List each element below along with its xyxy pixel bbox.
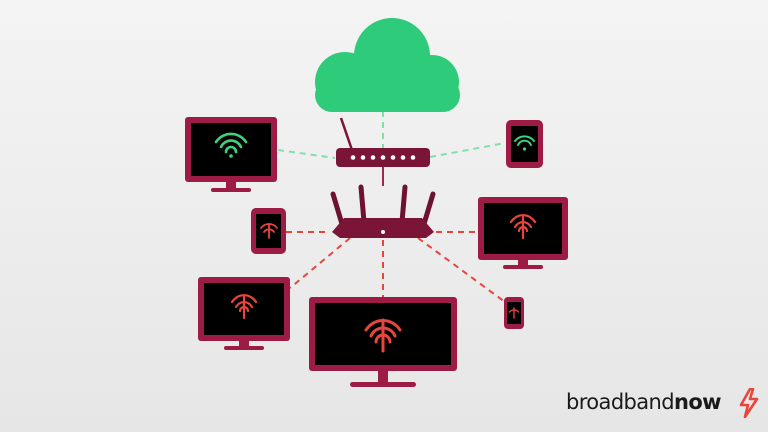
modem-to-desktop-connected-line xyxy=(277,149,336,159)
modem-icon xyxy=(336,117,430,167)
wifi-off-icon xyxy=(364,318,402,353)
wifi-off-icon xyxy=(260,223,278,239)
brand-logo-text: broadbandnow xyxy=(566,390,722,414)
router-to-monitor-left-line xyxy=(289,237,351,289)
phone-disconnected xyxy=(504,297,524,329)
internet-cloud-icon xyxy=(315,18,460,112)
wifi-off-icon xyxy=(230,294,258,320)
router-to-phone-line xyxy=(417,237,506,303)
brand-name-regular: broadband xyxy=(566,390,675,414)
connections xyxy=(277,78,506,303)
wifi-off-icon xyxy=(508,307,520,319)
desktop-monitor-disconnected-left xyxy=(198,277,290,350)
tv-disconnected xyxy=(309,297,457,387)
wifi-off-icon xyxy=(509,214,537,240)
modem-to-tablet-connected-line xyxy=(429,142,506,158)
tablet-connected xyxy=(506,120,543,168)
brand-name-bold: now xyxy=(674,390,722,414)
lightning-bolt-icon xyxy=(739,388,759,418)
tablet-disconnected xyxy=(251,208,286,254)
desktop-monitor-connected xyxy=(185,117,277,192)
desktop-monitor-disconnected-right xyxy=(478,197,568,269)
wifi-connected-icon xyxy=(214,132,248,158)
router-icon xyxy=(330,184,436,238)
wifi-connected-icon xyxy=(514,135,535,151)
